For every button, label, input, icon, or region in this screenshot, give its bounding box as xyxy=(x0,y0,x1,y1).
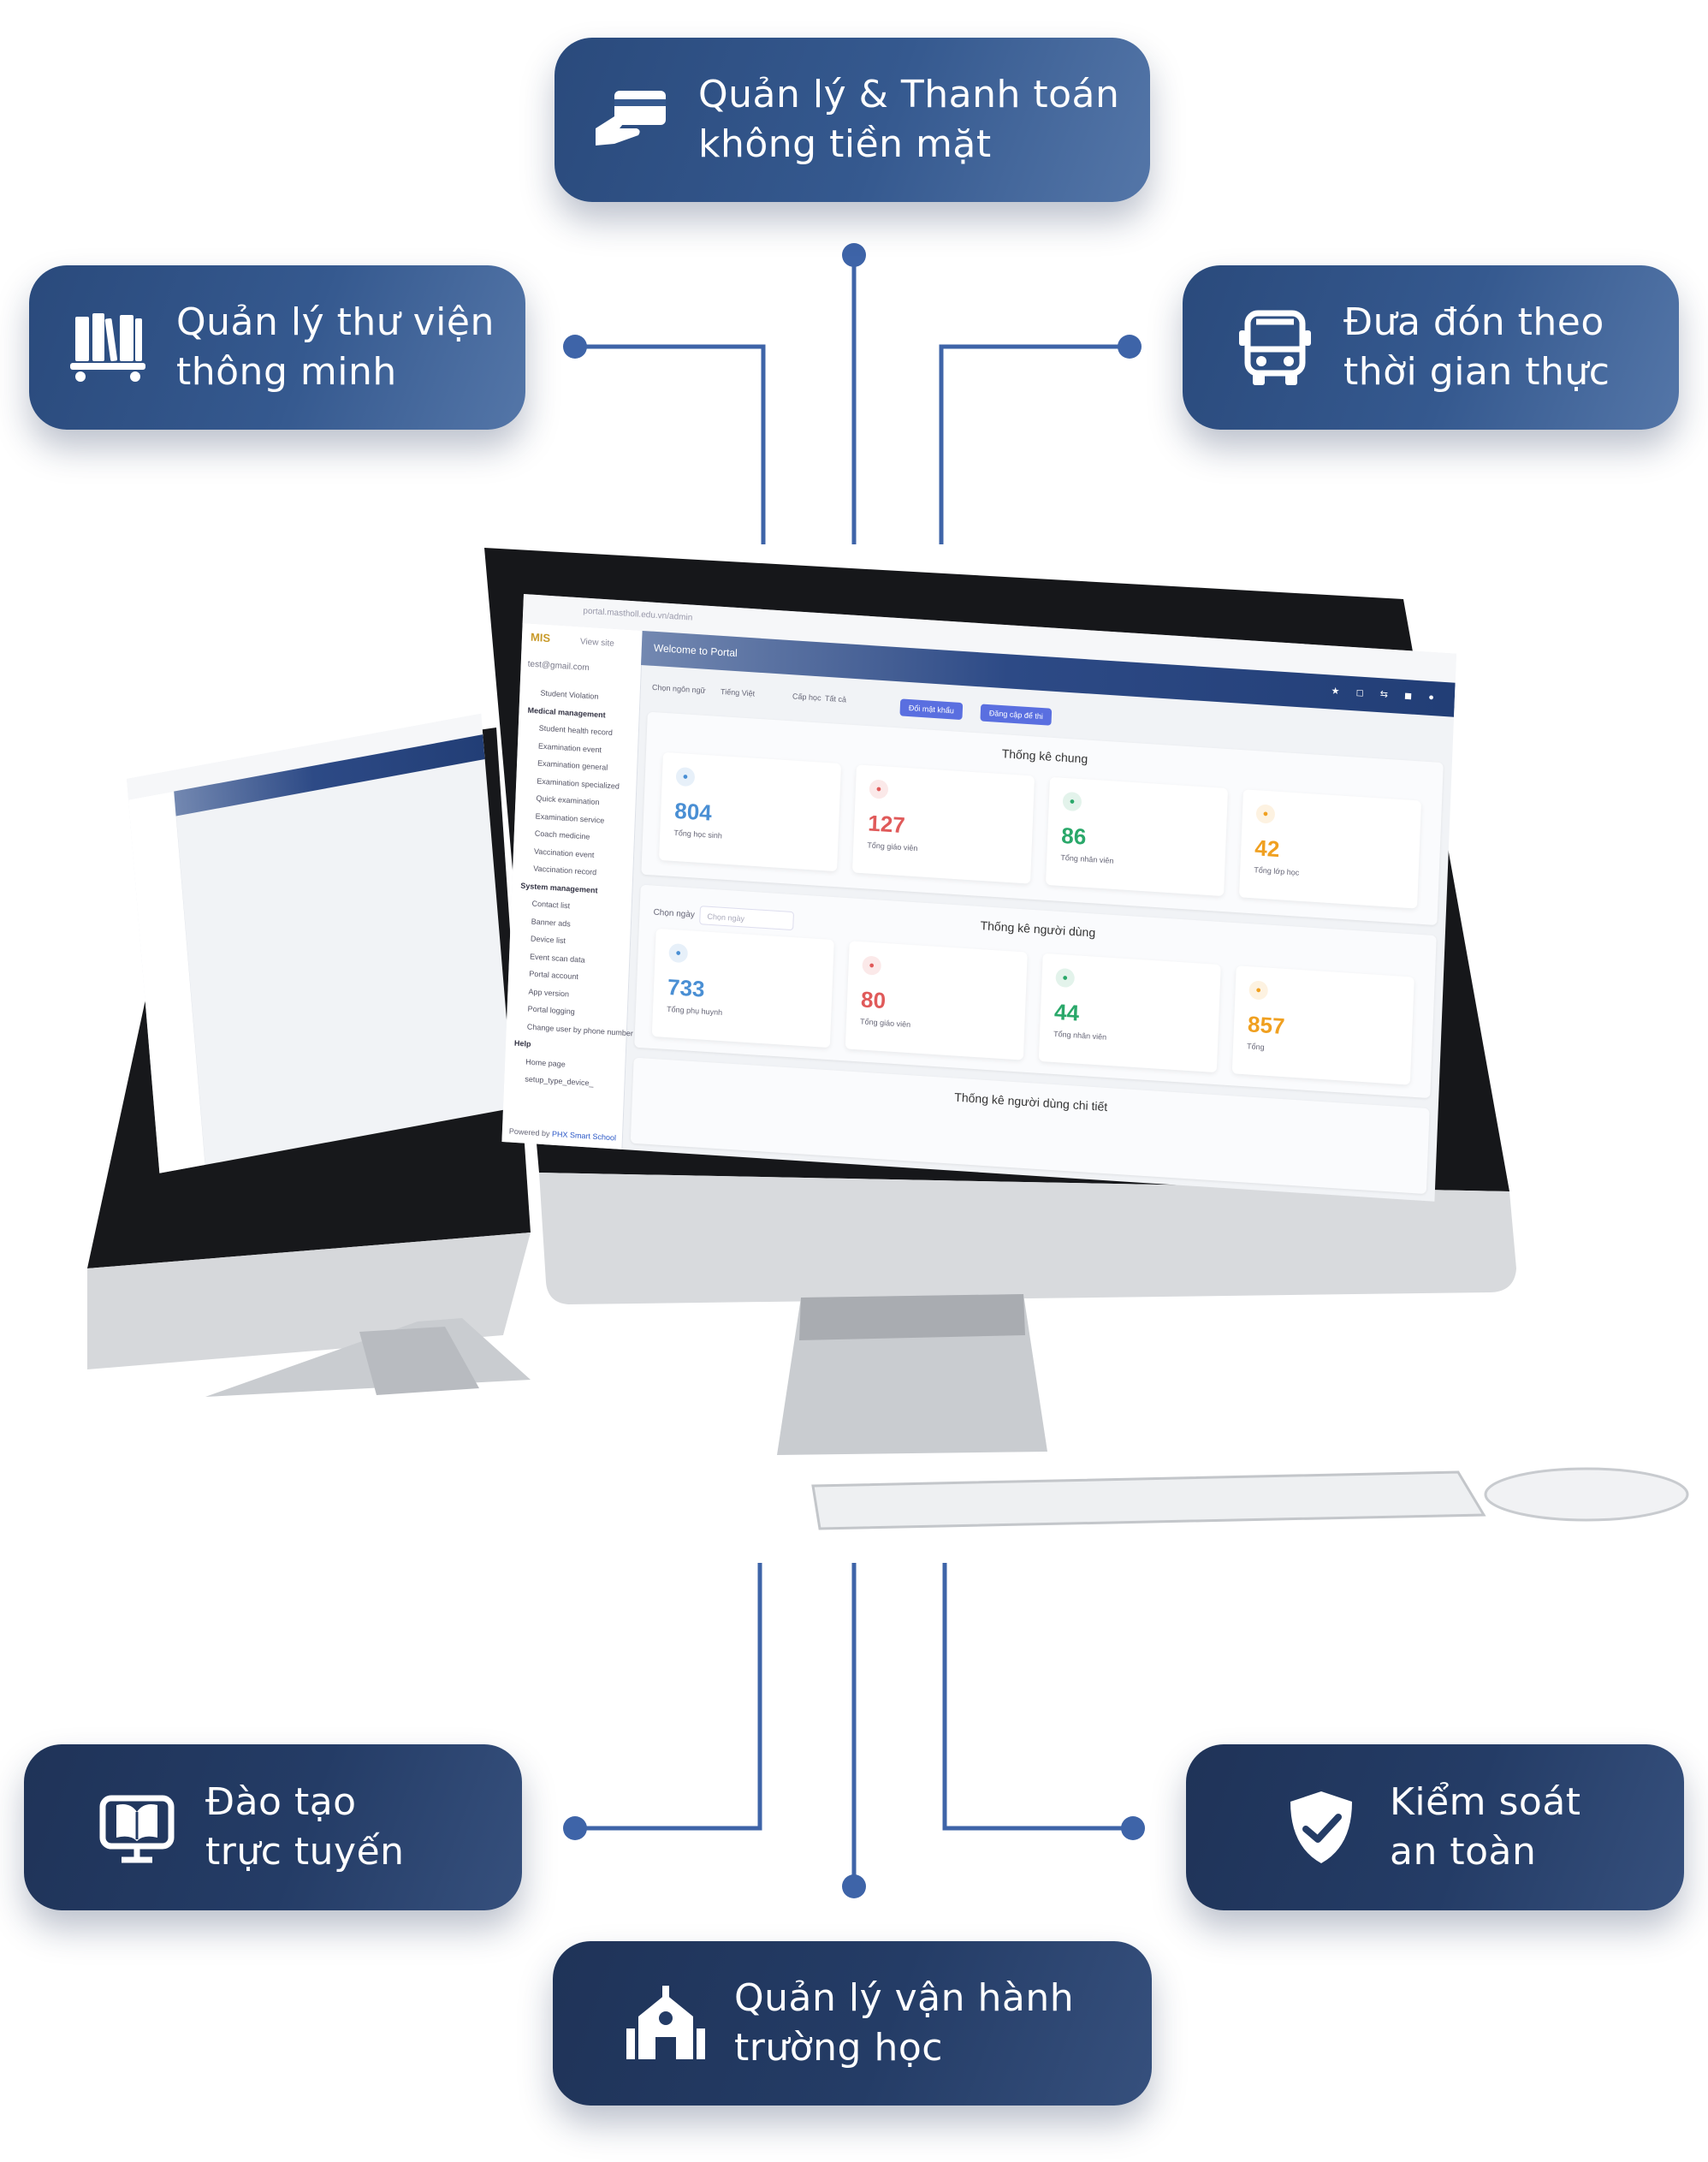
stat-icon: ● xyxy=(668,942,689,964)
connector-dot xyxy=(563,335,587,359)
date-label: Chọn ngày xyxy=(653,907,696,920)
stat-value: 804 xyxy=(673,797,713,826)
stat-label: Tổng nhân viên xyxy=(1053,1029,1107,1042)
stat-value: 44 xyxy=(1053,998,1080,1026)
stat-label: Tổng giáo viên xyxy=(867,840,918,853)
feature-card-cashless[interactable]: Quản lý & Thanh toán không tiền mặt xyxy=(555,38,1150,202)
feature-title-line1: Kiểm soát xyxy=(1390,1780,1581,1824)
stat-value: 86 xyxy=(1060,822,1087,850)
feature-title-line1: Quản lý vận hành xyxy=(734,1976,1075,2020)
feature-card-operations[interactable]: Quản lý vận hành trường học xyxy=(553,1941,1152,2106)
library-books-icon xyxy=(70,313,145,382)
feature-title-line2: an toàn xyxy=(1390,1830,1537,1874)
feature-title-line2: trường học xyxy=(734,2026,943,2070)
language-label: Chọn ngôn ngữ xyxy=(651,682,706,695)
stat-value: 42 xyxy=(1254,835,1280,863)
feature-title-line2: thông minh xyxy=(176,350,397,394)
school-building-icon xyxy=(626,1986,705,2059)
feature-title-line2: thời gian thực xyxy=(1343,350,1610,394)
level-label: Cấp học xyxy=(792,692,821,703)
card-payment-icon xyxy=(596,91,666,146)
stat-icon: ● xyxy=(869,779,889,799)
stat-value: 857 xyxy=(1247,1011,1286,1040)
feature-title-line1: Đào tạo xyxy=(205,1780,357,1824)
stat-label: Tổng xyxy=(1246,1042,1265,1052)
update-info-button[interactable]: Đăng cập để thi xyxy=(980,704,1053,726)
feature-title-line2: trực tuyến xyxy=(205,1830,405,1874)
connector-dot xyxy=(1121,1816,1145,1840)
main-monitor-screen-wrap: portal.mastholl.edu.vn/admin MIS View si… xyxy=(501,594,1456,1202)
bus-icon xyxy=(1239,310,1311,385)
stat-icon: ● xyxy=(675,766,696,787)
feature-card-safety[interactable]: Kiểm soát an toàn xyxy=(1186,1744,1684,1910)
stat-value: 80 xyxy=(860,986,887,1014)
powered-by: Powered by PHX Smart School xyxy=(509,1127,616,1143)
connector-dot xyxy=(842,243,866,267)
feature-card-elearning[interactable]: Đào tạo trực tuyến xyxy=(24,1744,522,1910)
shield-check-icon xyxy=(1290,1791,1352,1863)
stat-icon: ● xyxy=(1062,791,1082,812)
powered-prefix: Powered by xyxy=(508,1126,550,1138)
stat-label: Tổng nhân viên xyxy=(1060,852,1114,865)
level-select[interactable]: Tất cả xyxy=(824,693,847,704)
sidebar: MIS View site test@gmail.com Student Vio… xyxy=(501,623,643,1150)
change-password-button[interactable]: Đổi mật khẩu xyxy=(899,698,964,721)
stat-label: Tổng phụ huynh xyxy=(666,1004,723,1018)
portal-screen: portal.mastholl.edu.vn/admin MIS View si… xyxy=(501,594,1456,1202)
stat-label: Tổng giáo viên xyxy=(859,1017,911,1030)
stat-icon: ● xyxy=(1055,967,1076,989)
view-site-link[interactable]: View site xyxy=(579,637,615,649)
toolbar-icons[interactable]: ★ ◻ ⇆ ◼ ● xyxy=(1331,686,1442,704)
user-email: test@gmail.com xyxy=(527,659,590,674)
stat-icon: ● xyxy=(862,955,882,976)
feature-title-line1: Đưa đón theo xyxy=(1343,300,1604,344)
stat-icon: ● xyxy=(1248,980,1269,1001)
feature-card-library[interactable]: Quản lý thư viện thông minh xyxy=(29,265,525,430)
stat-value: 733 xyxy=(667,973,706,1002)
connector-dot xyxy=(563,1816,587,1840)
language-select[interactable]: Tiếng Việt xyxy=(720,686,756,698)
online-learning-icon xyxy=(99,1795,175,1863)
stat-value: 127 xyxy=(867,810,906,839)
connector-dot xyxy=(842,1874,866,1898)
brand-logo: MIS xyxy=(530,630,551,645)
feature-title-line1: Quản lý & Thanh toán xyxy=(698,73,1120,116)
connector-dot xyxy=(1118,335,1142,359)
url-text: portal.mastholl.edu.vn/admin xyxy=(583,606,693,623)
keyboard xyxy=(811,1470,1486,1530)
stat-label: Tổng học sinh xyxy=(673,828,723,840)
feature-card-bus[interactable]: Đưa đón theo thời gian thực xyxy=(1183,265,1679,430)
mouse xyxy=(1484,1467,1689,1522)
welcome-title: Welcome to Portal xyxy=(653,641,738,660)
stat-label: Tổng lớp học xyxy=(1254,865,1300,877)
powered-brand[interactable]: PHX Smart School xyxy=(551,1129,617,1143)
stat-icon: ● xyxy=(1255,804,1276,824)
feature-title-line2: không tiền mặt xyxy=(698,122,992,166)
feature-title-line1: Quản lý thư viện xyxy=(176,300,495,344)
